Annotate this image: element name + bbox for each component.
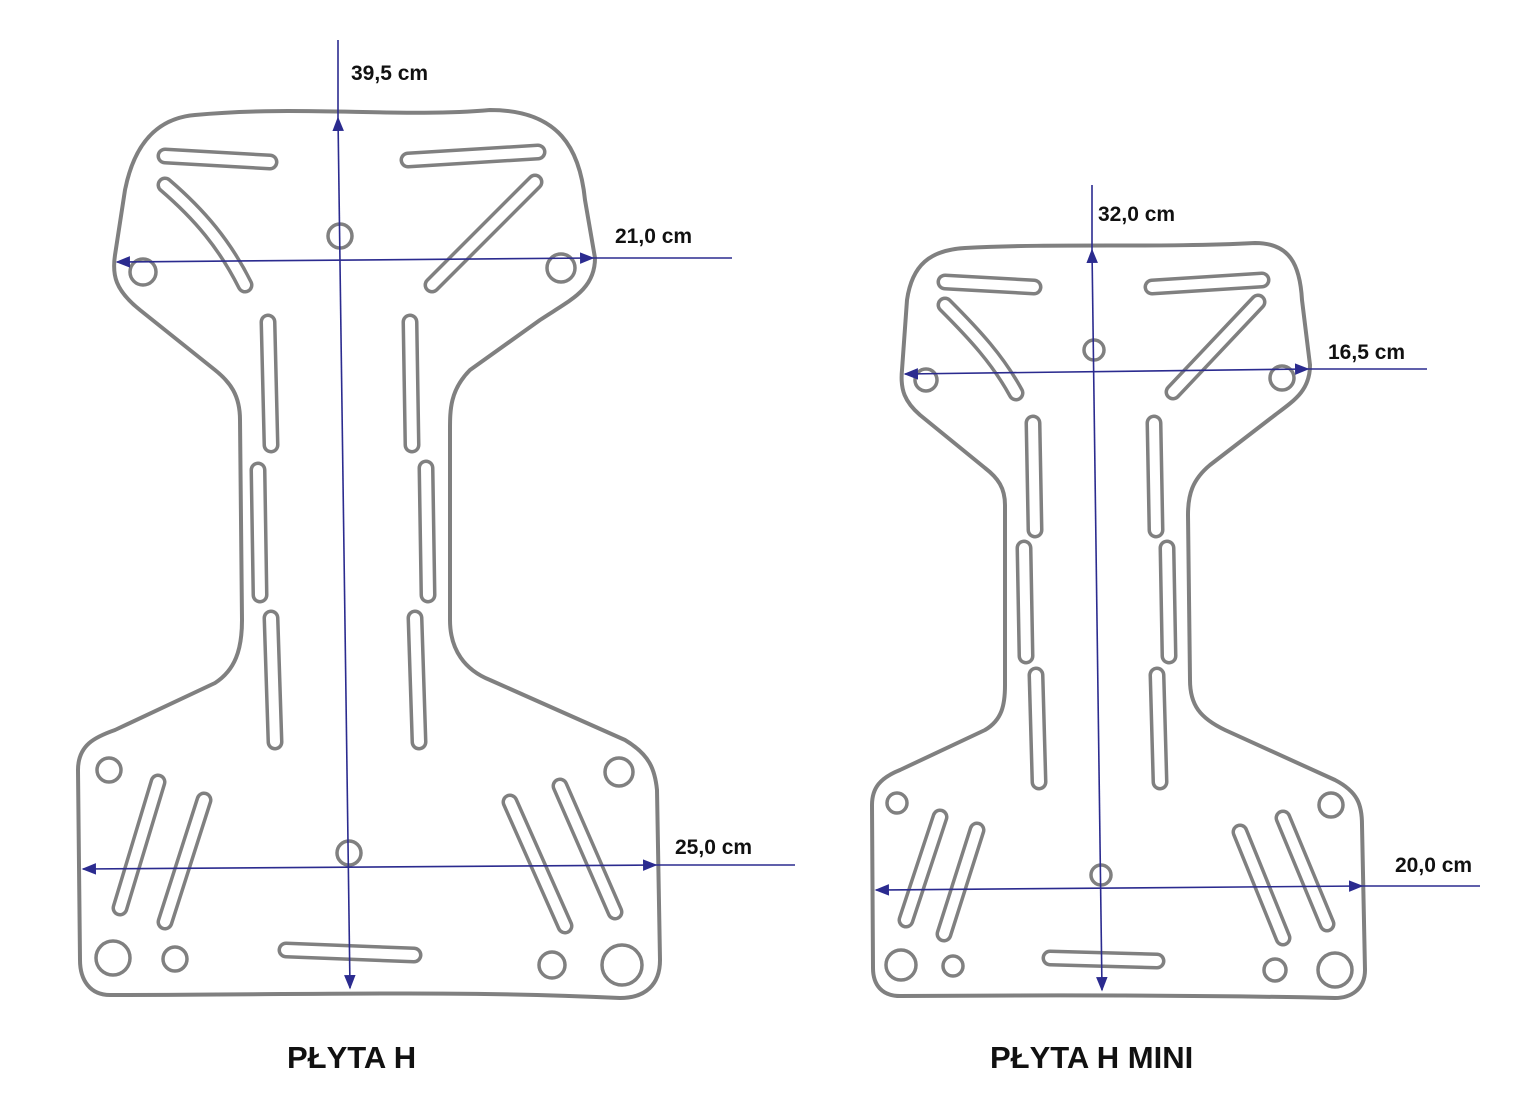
plate-h-mini-height-label: 32,0 cm: [1098, 203, 1176, 226]
plate-h-outline: [76, 108, 662, 1000]
plate-h-title: PŁYTA H: [287, 1040, 417, 1075]
plate-h-slots: [111, 143, 624, 964]
plate-h-bottom-width-label: 25,0 cm: [675, 836, 753, 859]
plate-h-mini-bottom-width-label: 20,0 cm: [1395, 854, 1473, 877]
plate-h-mini-drawing: [870, 185, 1480, 1000]
plate-h-dimensions: [81, 40, 795, 990]
plate-h-mini-slots: [897, 271, 1336, 970]
plate-h-mini-dimensions: [874, 185, 1480, 992]
plate-h-height-label: 39,5 cm: [351, 62, 429, 85]
plate-h-mini-title: PŁYTA H MINI: [990, 1040, 1194, 1075]
plate-h-mini-top-width-label: 16,5 cm: [1328, 341, 1406, 364]
plate-h-top-width-label: 21,0 cm: [615, 225, 693, 248]
plate-h-mini-outline: [870, 241, 1367, 1000]
plate-h-drawing: [76, 40, 795, 1000]
